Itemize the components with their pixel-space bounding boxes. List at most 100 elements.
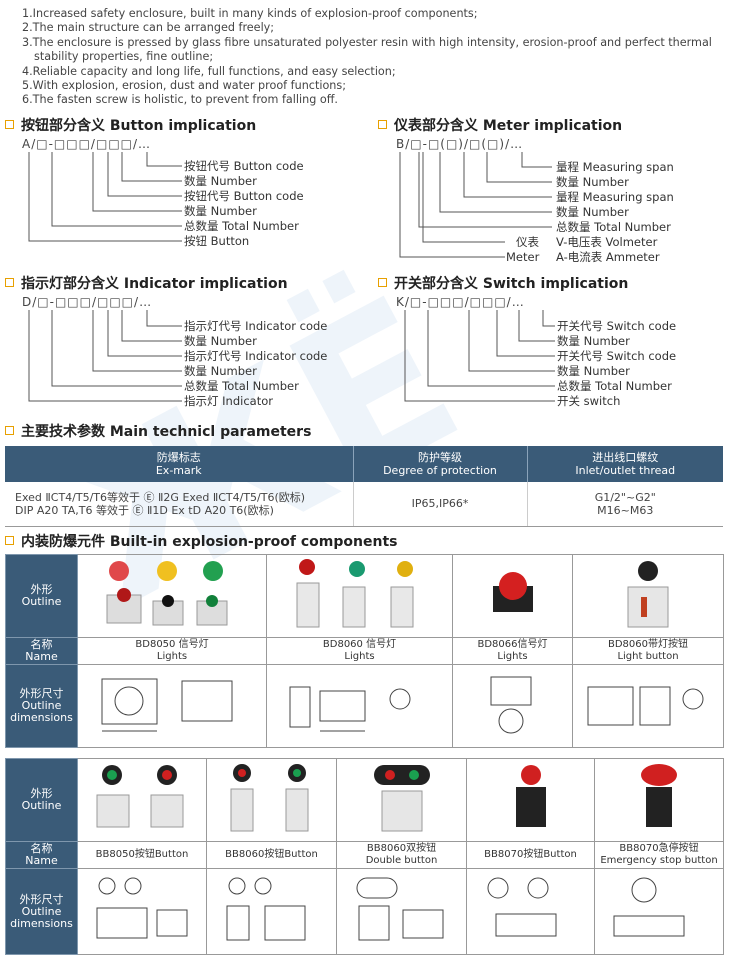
button-section-title: 按钮部分含义 Button implication [5,115,256,135]
dimension-drawing [594,868,724,955]
product-photo [572,554,724,638]
meter-label: 数量 Number [556,205,629,219]
component-name: BB8050按钮Button [77,841,207,869]
switch-label: 数量 Number [557,364,630,378]
dimension-drawing [452,664,573,748]
indicator-label: 数量 Number [184,364,257,378]
switch-label: 开关代号 Switch code [557,349,677,363]
meter-amp: A-电流表 Ammeter [556,250,660,264]
button-bb8070-icon [515,764,546,827]
indicator-label: 指示灯代号 Indicator code [184,319,328,333]
product-photo [77,758,207,842]
component-name: BB8070按钮Button [466,841,595,869]
meter-label: 量程 Measuring span [556,190,674,204]
indicator-label: 指示灯代号 Indicator code [184,349,328,363]
indicator-label: 总数量 Total Number [184,379,299,393]
product-photo [77,554,267,638]
dimension-drawing [336,868,467,955]
indicator-section-title: 指示灯部分含义 Indicator implication [5,273,288,293]
meter-type-cn: 仪表 [516,235,539,249]
button-label: 总数量 Total Number [184,219,299,233]
intro-item: 4.Reliable capacity and long life, full … [22,64,396,78]
indicator-label: 指示灯 Indicator [184,394,273,408]
meter-type-en: Meter [506,250,540,264]
intro-item: 6.The fasten screw is holistic, to preve… [22,93,338,107]
component-name: BB8060按钮Button [206,841,337,869]
product-photo [266,554,453,638]
button-label: 按钮 Button [184,234,250,248]
meter-label: 总数量 Total Number [556,220,671,234]
product-photo [336,758,467,842]
meter-volt: V-电压表 Volmeter [556,235,658,249]
switch-label: 开关 switch [557,394,621,408]
lights-bd8060-icon [296,558,413,627]
dimension-drawing-icon [226,877,305,941]
dimension-drawing [206,868,337,955]
bullet-icon [378,278,387,287]
button-label: 按钮代号 Button code [184,159,304,173]
dimension-drawing [77,868,207,955]
params-section-title: 主要技术参数 Main technicl parameters [5,421,311,441]
bullet-icon [5,278,14,287]
intro-item: 3.The enclosure is pressed by glass fibr… [22,35,712,64]
meter-code: B/□-□(□)/□(□)/… [396,137,524,151]
product-photo [452,554,573,638]
switch-label: 开关代号 Switch code [557,319,677,333]
bullet-icon [5,120,14,129]
dimension-drawing [466,868,595,955]
button-bb8060-icon [230,763,308,831]
lights-bd8066-icon [492,572,533,612]
param-exmark: Exed ⅡCT4/T5/T6等效于 Ⓔ Ⅱ2G Exed ⅡCT4/T5/T6… [5,482,354,527]
switch-code: K/□-□□□/□□□/… [396,295,525,309]
light-button-icon [627,560,669,627]
indicator-label: 数量 Number [184,334,257,348]
bullet-icon [378,120,387,129]
dimension-drawing-icon [487,877,556,937]
product-photo [466,758,595,842]
dimension-drawing-icon [587,686,704,726]
switch-label: 数量 Number [557,334,630,348]
dimension-drawing-icon [356,877,443,941]
switch-section-title: 开关部分含义 Switch implication [378,273,628,293]
intro-item: 1.Increased safety enclosure, built in m… [22,7,478,20]
intro-item: 5.With explosion, erosion, dust and wate… [22,79,346,93]
intro-list: 1.Increased safety enclosure, built in m… [22,7,727,108]
dimension-drawing-icon [613,877,685,937]
param-thread: G1/2"~G2"M16~M63 [527,482,723,527]
meter-section-title: 仪表部分含义 Meter implication [378,115,622,135]
meter-label: 量程 Measuring span [556,160,674,174]
button-bb8050-icon [96,764,184,827]
dimension-drawing-icon [96,877,188,939]
double-button-icon [373,764,430,831]
meter-label: 数量 Number [556,175,629,189]
bullet-icon [5,426,14,435]
dimension-drawing [572,664,724,748]
lights-bd8050-icon [106,560,228,625]
button-label: 按钮代号 Button code [184,189,304,203]
param-protection: IP65,IP66* [353,482,528,527]
dimension-drawing [266,664,453,748]
dimension-drawing [77,664,267,748]
product-photo [594,758,724,842]
button-label: 数量 Number [184,204,257,218]
emergency-stop-icon [641,763,677,827]
dimension-drawing-icon [289,686,410,732]
